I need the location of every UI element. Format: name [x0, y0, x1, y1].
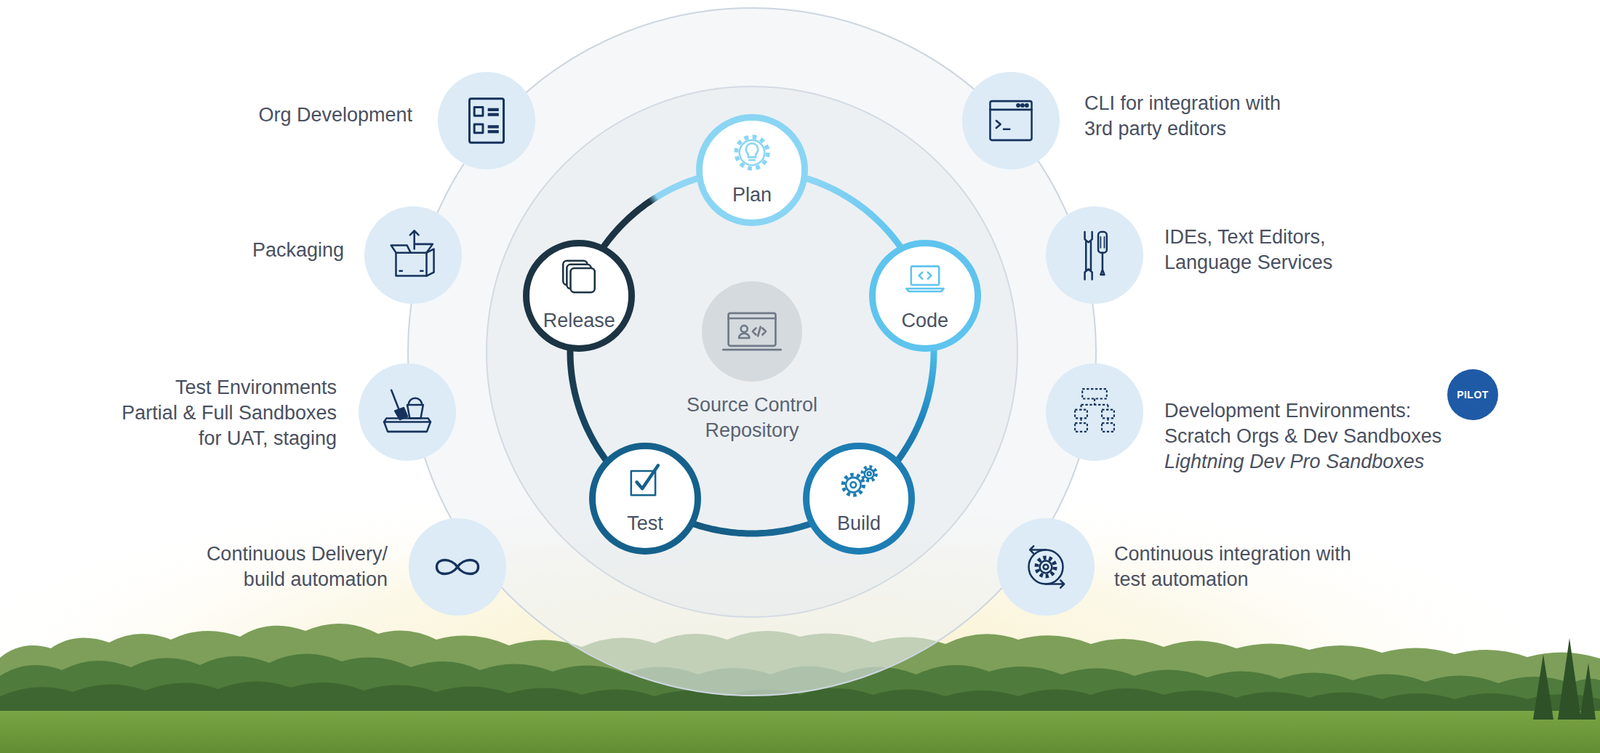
stage-label: Plan [696, 182, 808, 208]
capability-label-group: Test EnvironmentsPartial & Full Sandboxe… [107, 375, 337, 452]
cycle-arc [602, 178, 700, 249]
grass [0, 711, 1600, 753]
capability-label: Packaging [162, 237, 344, 264]
cycle-stage-circle: Test [589, 442, 702, 555]
capability-icon [1045, 363, 1144, 462]
capability-icon [1045, 206, 1144, 304]
stage-outline [802, 442, 915, 555]
capability-label-group: Org Development [194, 102, 413, 128]
capability-label: Test Environments [107, 375, 337, 401]
stage-ring [872, 242, 978, 349]
cycle-stage-circle: Release [522, 240, 635, 352]
repo-icon [722, 313, 781, 350]
icon-glyph [469, 98, 504, 143]
stage-label: Test [589, 511, 702, 536]
capability-icon [437, 72, 536, 170]
icon-glyph [1085, 232, 1107, 280]
stage-outline [696, 114, 808, 227]
badge-label: PILOT [1456, 389, 1489, 401]
capability-icon [997, 518, 1095, 616]
capability-label: Continuous integration with test automat… [1114, 541, 1366, 593]
stage-icon [842, 466, 876, 496]
badge-fill [1447, 369, 1499, 421]
capability-label: Continuous Delivery/ build automation [187, 541, 388, 593]
capability-icon [358, 363, 456, 462]
icon-circle [1045, 363, 1144, 462]
icon-circle [1045, 206, 1144, 304]
stage-label: Release [522, 308, 635, 334]
capability-label: Org Development [194, 102, 413, 128]
capability-label: Lightning Dev Pro Sandboxes [1164, 449, 1447, 475]
icon-glyph [1028, 546, 1064, 588]
conifer-trees [1533, 638, 1596, 720]
capability-icon [364, 206, 462, 304]
capability-label: Development Environments: Scratch Orgs &… [1164, 398, 1447, 450]
icon-glyph [436, 560, 478, 575]
icon-glyph [384, 390, 431, 432]
pilot-badge: PILOT [1447, 369, 1499, 421]
capability-icon [962, 72, 1060, 170]
stage-label: Build [802, 511, 915, 536]
stage-icon [631, 465, 659, 496]
capability-item: CLI for integration with 3rd party edito… [962, 72, 1060, 170]
icon-circle [437, 72, 536, 170]
stage-ring [805, 446, 912, 552]
stage-ring [699, 117, 806, 224]
icon-circle [358, 363, 456, 462]
outer-ring [408, 8, 1096, 696]
capability-icon [408, 518, 507, 616]
capability-item: IDEs, Text Editors, Language Services [1045, 206, 1144, 304]
capability-label-group: Packaging [162, 237, 344, 264]
icon-circle [962, 72, 1060, 170]
capability-label-group: Development Environments: Scratch Orgs &… [1164, 398, 1447, 475]
stage-outline [522, 240, 635, 352]
capability-item: Continuous Delivery/ build automation [408, 518, 507, 616]
cycle-stage-circle: Build [802, 442, 915, 555]
icon-glyph [391, 230, 435, 276]
icon-circle [997, 518, 1095, 616]
cycle-stage-circle: Plan [696, 114, 808, 227]
capability-item: Test EnvironmentsPartial & Full Sandboxe… [358, 363, 456, 462]
stage-icon [562, 260, 595, 293]
cycle-stage-circle: Code [869, 240, 982, 352]
cycle-arc [570, 348, 608, 462]
capability-label-group: CLI for integration with 3rd party edito… [1084, 90, 1296, 142]
icon-circle [408, 518, 507, 616]
stage-outline [869, 240, 982, 352]
capability-label-group: IDEs, Text Editors, Language Services [1164, 224, 1354, 276]
icon-glyph [989, 101, 1032, 141]
hub-circle [701, 281, 803, 382]
cycle-arc [896, 348, 934, 462]
hub-label: Source Control Repository [672, 392, 832, 444]
stage-ring [592, 446, 699, 552]
icon-circle [364, 206, 462, 304]
hub-icon [628, 281, 876, 382]
capability-label-group: Continuous Delivery/ build automation [187, 541, 388, 593]
stage-icon [736, 136, 768, 169]
inner-ring [486, 86, 1018, 618]
cycle-arc [692, 523, 813, 534]
capability-label: CLI for integration with 3rd party edito… [1084, 90, 1296, 142]
capability-item: Org Development [437, 72, 536, 170]
stage-icon [906, 266, 944, 292]
stage-label: Code [869, 308, 982, 334]
stage-ring [526, 242, 632, 349]
repository-hub: Source Control Repository [628, 281, 876, 448]
capability-label-group: Continuous integration with test automat… [1114, 541, 1366, 593]
capability-item: Continuous integration with test automat… [997, 518, 1095, 616]
icon-glyph [1074, 389, 1115, 432]
capability-item: Packaging [364, 206, 462, 304]
cycle-arc [804, 178, 902, 249]
stage-outline [589, 442, 702, 555]
capability-item: Development Environments: Scratch Orgs &… [1045, 363, 1144, 462]
capability-label: IDEs, Text Editors, Language Services [1164, 224, 1354, 276]
capability-label: Partial & Full Sandboxes for UAT, stagin… [107, 400, 337, 452]
